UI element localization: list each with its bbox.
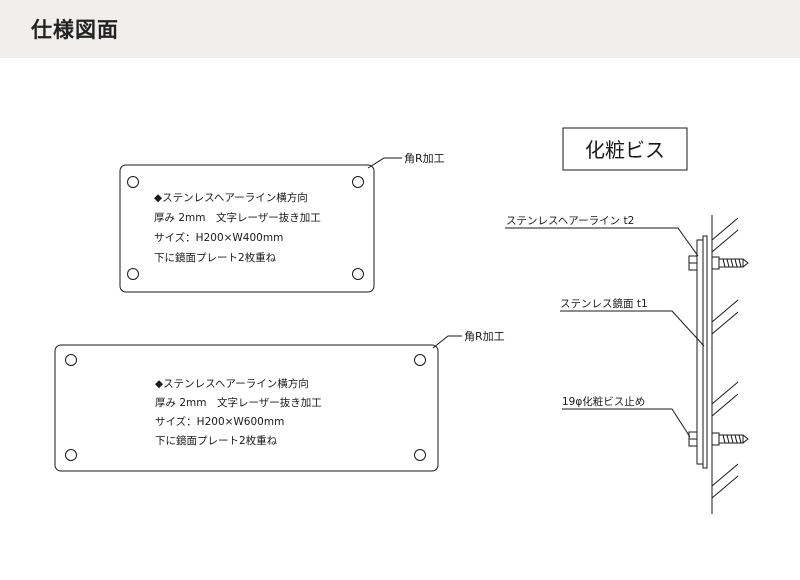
leader-screw	[562, 408, 691, 438]
label-screw: 19φ化粧ビス止め	[562, 395, 645, 408]
corner-leader-large	[432, 335, 462, 349]
plate-large-spec-line: ◆ステンレスヘアーライン横方向	[155, 377, 309, 390]
plate-large-spec-line: 下に鏡面プレート2枚重ね	[155, 434, 278, 447]
corner-label-large: 角R加工	[464, 330, 505, 343]
header-bar: 仕様図面	[0, 0, 800, 58]
screw-lower	[688, 431, 749, 447]
plate-small-spec-line: 下に鏡面プレート2枚重ね	[154, 251, 277, 264]
leader-mirror	[560, 310, 705, 347]
plate-large-hole	[65, 354, 77, 366]
corner-label-small: 角R加工	[404, 152, 445, 165]
plate-small-hole	[352, 176, 364, 188]
screw-title-box	[562, 127, 688, 171]
plate-large-spec-line: サイズ：H200×W600mm	[155, 415, 284, 428]
hairline-plate-section	[696, 239, 704, 465]
plate-small-spec-line: 厚み 2mm 文字レーザー抜き加工	[154, 211, 321, 224]
screw-upper	[688, 255, 749, 271]
plate-small-spec-line: サイズ：H200×W400mm	[154, 231, 283, 244]
corner-leader-small	[367, 157, 402, 169]
mirror-plate-section	[702, 235, 708, 469]
label-mirror: ステンレス鏡面 t1	[560, 297, 648, 310]
plate-small-hole	[352, 268, 364, 280]
page-title: 仕様図面	[31, 18, 119, 42]
plate-large-hole	[65, 449, 77, 461]
label-hairline: ステンレスヘアーライン t2	[506, 215, 634, 227]
wall-hatching	[711, 217, 739, 499]
leader-hairline	[505, 227, 699, 257]
plate-large-spec-line: 厚み 2mm 文字レーザー抜き加工	[155, 396, 322, 409]
plate-small-hole	[127, 268, 139, 280]
plate-small-spec-line: ◆ステンレスヘアーライン横方向	[154, 191, 308, 204]
plate-large-hole	[414, 449, 426, 461]
plate-small-hole	[127, 176, 139, 188]
plate-small-outline	[119, 164, 375, 293]
plate-large-hole	[414, 354, 426, 366]
screw-title: 化粧ビス	[585, 138, 665, 162]
plate-large-outline	[54, 344, 439, 472]
